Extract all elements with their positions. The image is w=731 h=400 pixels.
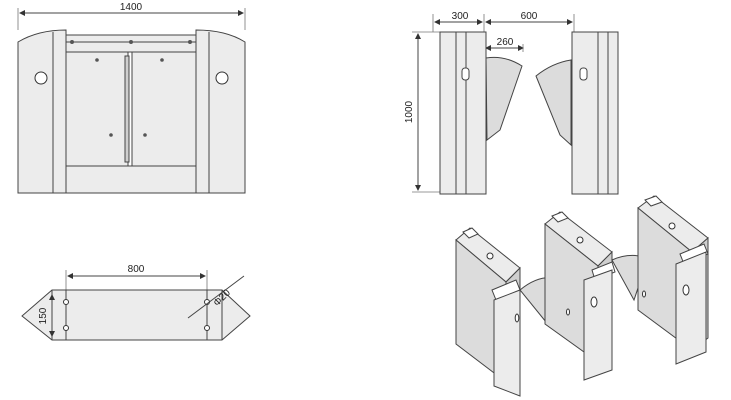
dim-side-gap: 600 bbox=[521, 11, 538, 22]
dim-top-height: 150 bbox=[38, 307, 49, 324]
dim-line-top-diameter bbox=[187, 275, 245, 319]
iso-left-cabinet bbox=[455, 227, 521, 397]
front-left-sensor bbox=[34, 71, 48, 85]
isometric-view bbox=[455, 195, 709, 397]
side-view: 300 600 260 1000 bbox=[404, 11, 619, 195]
iso-right-cabinet bbox=[637, 195, 709, 365]
side-right-cabinet bbox=[571, 31, 619, 195]
side-right-flap bbox=[535, 59, 572, 147]
front-right-cabinet bbox=[195, 29, 246, 194]
side-left-flap bbox=[485, 56, 523, 142]
top-body bbox=[65, 289, 208, 341]
top-view: 800 150 Φ20 bbox=[21, 264, 251, 341]
iso-middle-cabinet bbox=[544, 211, 616, 381]
side-left-cabinet bbox=[439, 31, 487, 195]
side-right-sensor bbox=[579, 67, 588, 81]
front-right-sensor bbox=[215, 71, 229, 85]
front-left-cabinet bbox=[17, 29, 67, 194]
dim-side-wing: 260 bbox=[497, 37, 514, 48]
dim-front-width: 1400 bbox=[120, 2, 143, 13]
dim-side-height: 1000 bbox=[404, 100, 415, 123]
front-left-flap bbox=[65, 51, 129, 167]
side-left-sensor bbox=[461, 67, 470, 81]
dim-side-width-a: 300 bbox=[452, 11, 469, 22]
top-right-end bbox=[206, 289, 251, 341]
front-right-flap bbox=[131, 51, 197, 167]
front-view: 1400 bbox=[17, 2, 246, 194]
dim-top-length: 800 bbox=[128, 264, 145, 275]
